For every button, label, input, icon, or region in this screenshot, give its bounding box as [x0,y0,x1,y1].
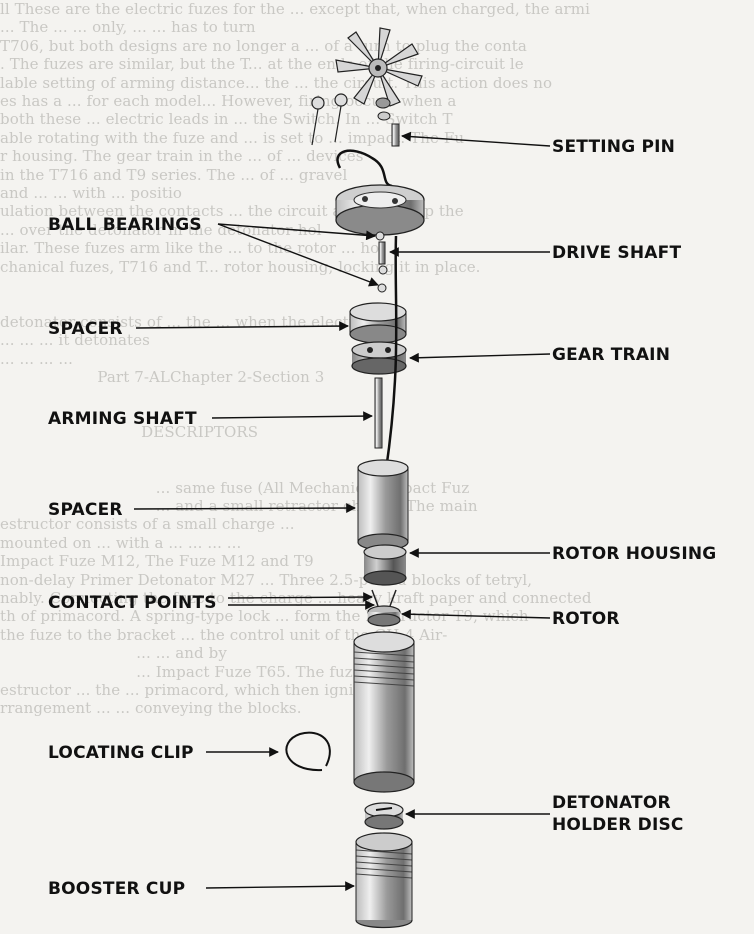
label-booster-cup: BOOSTER CUP [48,879,185,899]
leader-setting-pin [401,131,551,147]
setting-pin-part [391,123,400,147]
fuze-body-part [353,631,415,793]
label-ball-bearings: BALL BEARINGS [48,215,202,235]
label-arming-shaft: ARMING SHAFT [48,409,197,429]
faded-text-line: ... ... ... ... [0,349,74,368]
nut-part [375,97,391,121]
leader-ball-bearing-2 [217,223,379,287]
detonator-holder-disc-part [364,802,404,830]
faded-text-line: ... same fuse (All Mechanical Impact Fuz [0,478,470,497]
contact-points-part [371,589,397,607]
faded-text-line: the fuze to the bracket ... the control … [0,625,448,644]
faded-text-line: Part 7-ALChapter 2-Section 3 [0,368,325,387]
label-drive-shaft: DRIVE SHAFT [552,243,681,263]
faded-text-line: estructor consists of a small charge ... [0,515,295,534]
leader-spacer-mid [133,503,356,513]
label-locating-clip: LOCATING CLIP [48,743,194,763]
booster-cup-part [355,832,413,929]
rotor-part [367,605,401,627]
label-detonator-line1: DETONATOR [552,793,671,813]
faded-text-line: ... ... and by [0,644,227,663]
faded-text-line: in the T716 and T9 series. The ... of ..… [0,165,348,184]
ball-bearings-part [375,231,388,293]
label-detonator-line2: HOLDER DISC [552,815,684,835]
propeller-part [335,27,423,107]
arming-shaft-part [374,377,383,449]
gear-train-part [351,341,407,375]
label-spacer-top: SPACER [48,319,123,339]
faded-text-line: able rotating with the fuze and ... is s… [0,128,465,147]
faded-text-line: Impact Fuze M12, The Fuze M12 and T9 [0,552,314,571]
faded-text-line: non-delay Primer Detonator M27 ... Three… [0,570,533,589]
faded-text-line: ll These are the electric fuzes for the … [0,0,591,18]
label-spacer-mid: SPACER [48,500,123,520]
rotor-housing-part [363,544,407,586]
leader-gear-train [409,352,551,363]
leader-rotor [401,609,551,620]
label-contact-points: CONTACT POINTS [48,593,217,613]
faded-text-line: ilar. These fuzes arm like the ... to th… [0,239,385,258]
faded-text-line: both these ... electric leads in ... the… [0,110,453,129]
faded-text-line: ... ... ... it detonates [0,331,150,350]
faded-text-line: ulation between the contacts ... the cir… [0,202,464,221]
leader-arming-shaft [211,411,373,422]
leader-ball-bearing-1 [217,223,376,241]
leader-lines [133,131,551,892]
screws-part [311,93,348,146]
faded-text-line: mounted on ... with a ... ... ... ... [0,533,242,552]
leader-spacer-top [135,321,349,331]
faded-text-line: es has a ... for each model... However, … [0,92,457,111]
faded-page-text: ll These are the electric fuzes for the … [0,0,591,718]
label-setting-pin: SETTING PIN [552,137,675,157]
faded-text-line: T706, but both designs are no longer a .… [0,36,527,55]
label-rotor: ROTOR [552,609,620,629]
locating-clip-part [285,731,331,772]
label-gear-train: GEAR TRAIN [552,345,670,365]
fuze-head-part [335,184,425,236]
spacer-mid-part [357,459,409,551]
label-rotor-housing: ROTOR HOUSING [552,544,716,564]
lead-wire [336,149,393,188]
faded-text-line: and ... ... with ... positio [0,184,183,203]
faded-text-line: rrangement ... ... conveying the blocks. [0,699,302,718]
faded-text-line: r housing. The gear train in the ... of … [0,147,364,166]
lead-wire-long [384,235,398,471]
faded-text-line: DESCRIPTORS [0,423,259,442]
leader-booster-cup [205,881,355,892]
leader-contact-1 [227,592,373,602]
spacer-top-part [349,302,407,344]
faded-text-line: ... The ... ... only, ... ... has to tur… [0,18,256,37]
drive-shaft-part [378,241,386,265]
